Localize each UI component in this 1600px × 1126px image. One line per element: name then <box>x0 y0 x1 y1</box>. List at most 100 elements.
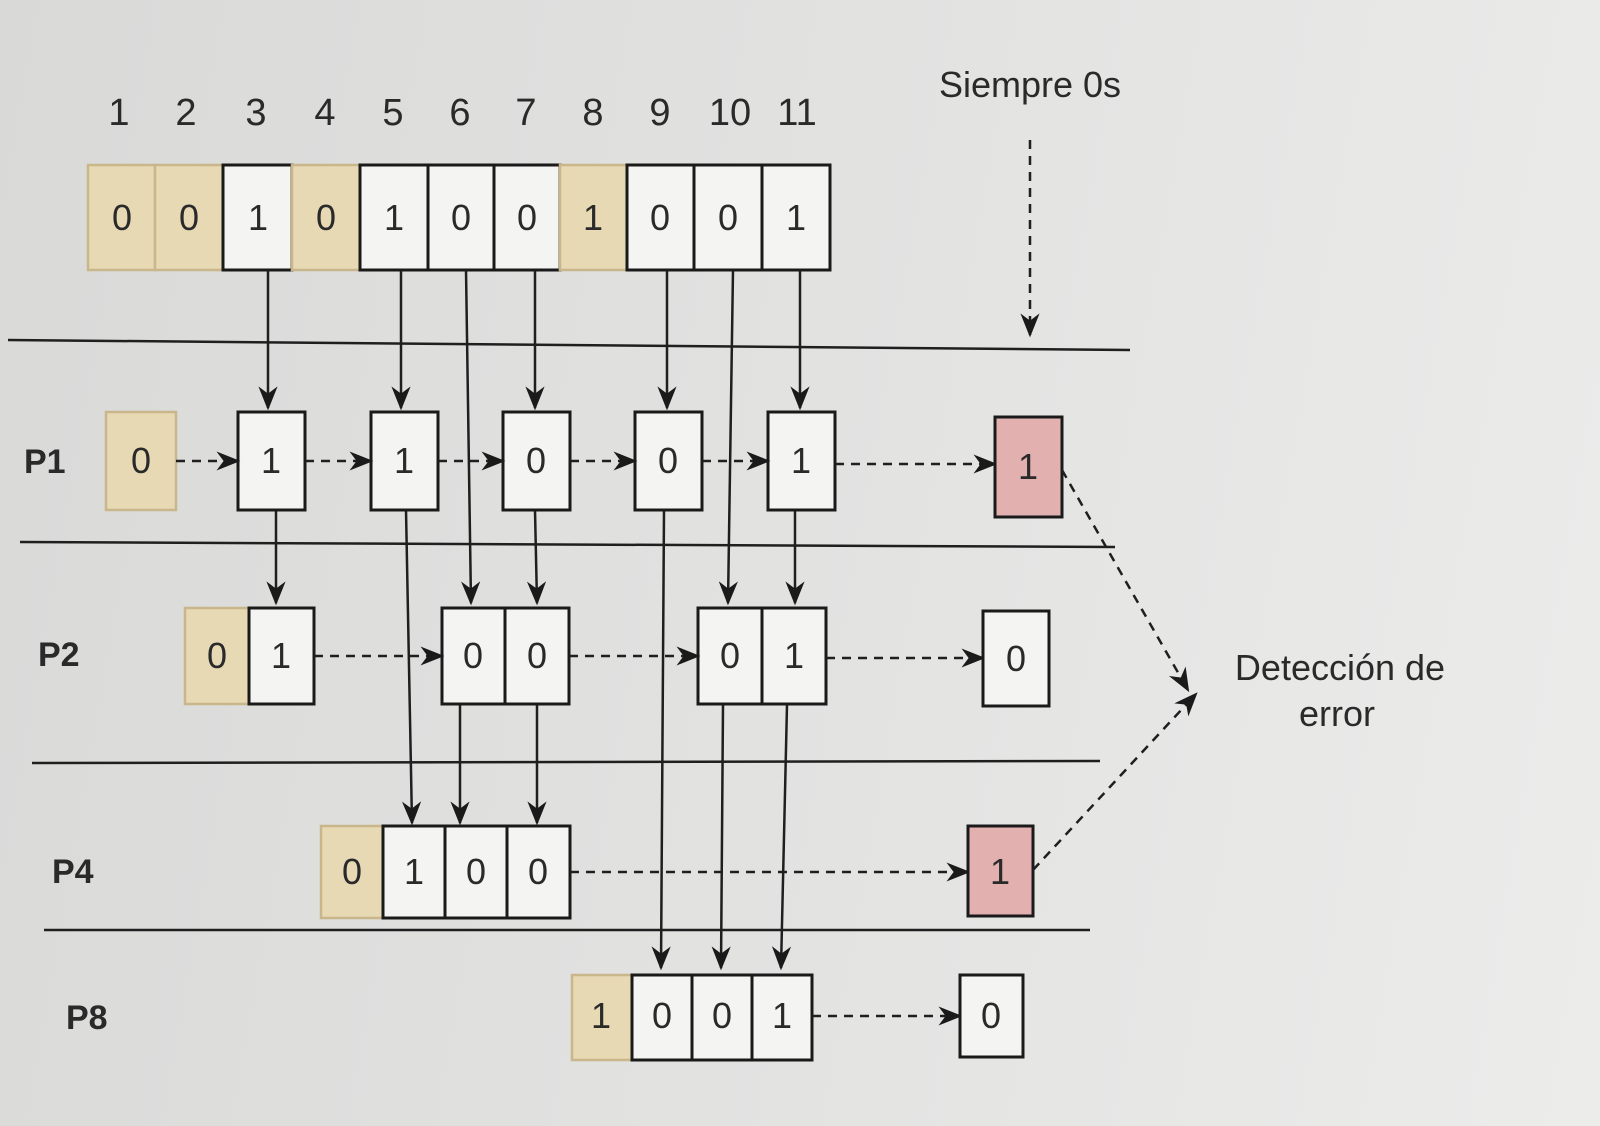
codeword-cell-data <box>221 163 294 272</box>
parity-bit: 1 <box>591 995 611 1036</box>
parity-cell <box>183 606 251 706</box>
chain-bit: 1 <box>394 440 414 481</box>
separator-line <box>31 759 1101 765</box>
codeword-cell-data <box>692 163 764 272</box>
always-zero-label: Siempre 0s <box>939 64 1121 105</box>
chain-cell <box>443 824 509 920</box>
position-number: 9 <box>649 92 670 134</box>
codeword-cell-parity <box>86 163 157 272</box>
chain-bit: 0 <box>528 851 548 892</box>
codeword-bit: 1 <box>384 197 404 238</box>
codeword-bit: 1 <box>248 197 268 238</box>
codeword-bit: 1 <box>583 197 603 238</box>
codeword-cell-data <box>426 163 496 272</box>
route-arrow <box>526 509 547 606</box>
error-detection-label: Detección de <box>1235 647 1445 688</box>
parity-cell <box>319 824 385 920</box>
chain-cell <box>633 410 704 512</box>
chain-bit: 1 <box>271 635 291 676</box>
row-label: P1 <box>24 443 66 481</box>
parity-row-p2: P2 0 1 0 0 0 1 0 <box>38 606 1051 708</box>
chain-bit: 1 <box>404 851 424 892</box>
position-number: 7 <box>515 92 536 134</box>
row-label: P8 <box>66 999 108 1037</box>
chain-cell <box>369 410 440 512</box>
codeword: 0 0 1 0 1 0 0 1 0 0 1 <box>86 163 832 272</box>
position-number: 8 <box>582 92 603 134</box>
bit-routing-arrows <box>258 269 810 971</box>
chain-bit: 1 <box>261 440 281 481</box>
chain-bit: 0 <box>526 440 546 481</box>
chain-cell <box>630 973 694 1062</box>
position-number: 6 <box>449 92 470 134</box>
route-arrow <box>771 704 792 971</box>
error-arrow <box>1032 692 1198 871</box>
chain-bit: 0 <box>720 635 740 676</box>
result-cell <box>981 609 1051 708</box>
position-number: 1 <box>108 92 129 134</box>
codeword-bit: 0 <box>451 197 471 238</box>
parity-bit: 0 <box>131 440 151 481</box>
chain-cell <box>501 410 572 512</box>
chain-bit: 1 <box>772 995 792 1036</box>
chain-cell <box>750 973 814 1062</box>
result-cell-error <box>966 824 1035 918</box>
position-number: 10 <box>709 92 751 134</box>
chain-bit: 1 <box>791 440 811 481</box>
error-detection-label: error <box>1299 693 1375 734</box>
result-bit: 1 <box>990 851 1010 892</box>
parity-bit: 0 <box>207 635 227 676</box>
row-label: P4 <box>52 853 94 891</box>
parity-row-p1: P1 0 1 1 0 0 1 1 <box>24 410 1064 519</box>
codeword-bit: 0 <box>316 197 336 238</box>
position-number: 4 <box>314 92 335 134</box>
position-number: 11 <box>777 92 816 134</box>
chain-cell <box>236 410 307 512</box>
codeword-cell-data <box>760 163 832 272</box>
parity-bit: 0 <box>342 851 362 892</box>
row-label: P2 <box>38 636 80 674</box>
position-number: 3 <box>245 92 266 134</box>
chain-bit: 0 <box>527 635 547 676</box>
route-arrow <box>651 509 671 971</box>
result-bit: 1 <box>1018 446 1038 487</box>
separator-line <box>7 338 1131 352</box>
parity-row-p8: P8 1 0 0 1 0 <box>66 973 1025 1062</box>
chain-cell <box>505 824 572 920</box>
result-cell-error <box>993 415 1064 519</box>
position-numbers: 1 2 3 4 5 6 7 8 9 10 11 <box>108 92 816 134</box>
chain-cell <box>760 606 828 706</box>
route-arrow <box>711 704 731 971</box>
result-bit: 0 <box>1006 638 1026 679</box>
separator-line <box>19 540 1116 549</box>
codeword-bit: 0 <box>112 197 132 238</box>
codeword-cell-parity <box>558 163 629 272</box>
chain-cell <box>247 606 316 706</box>
result-bit: 0 <box>981 995 1001 1036</box>
error-arrow <box>1060 469 1190 693</box>
route-arrow <box>401 509 422 826</box>
chain-cell <box>440 606 507 706</box>
codeword-cell-data <box>358 163 430 272</box>
codeword-bit: 0 <box>517 197 537 238</box>
codeword-bit: 0 <box>718 197 738 238</box>
result-cell <box>958 973 1025 1059</box>
position-number: 5 <box>382 92 403 134</box>
codeword-bit: 1 <box>786 197 806 238</box>
route-arrow <box>461 269 481 606</box>
codeword-cell-data <box>492 163 562 272</box>
chain-bit: 0 <box>712 995 732 1036</box>
separators <box>7 338 1131 932</box>
codeword-bit: 0 <box>650 197 670 238</box>
codeword-bit: 0 <box>179 197 199 238</box>
parity-cell <box>570 973 634 1062</box>
route-arrow <box>718 269 738 606</box>
chain-bit: 1 <box>784 635 804 676</box>
parity-row-p4: P4 0 1 0 0 1 <box>52 824 1035 920</box>
chain-bit: 0 <box>658 440 678 481</box>
codeword-cell-parity <box>153 163 225 272</box>
codeword-cell-data <box>625 163 696 272</box>
error-detection: Detección de error <box>1032 469 1445 871</box>
parity-cell <box>104 410 178 512</box>
